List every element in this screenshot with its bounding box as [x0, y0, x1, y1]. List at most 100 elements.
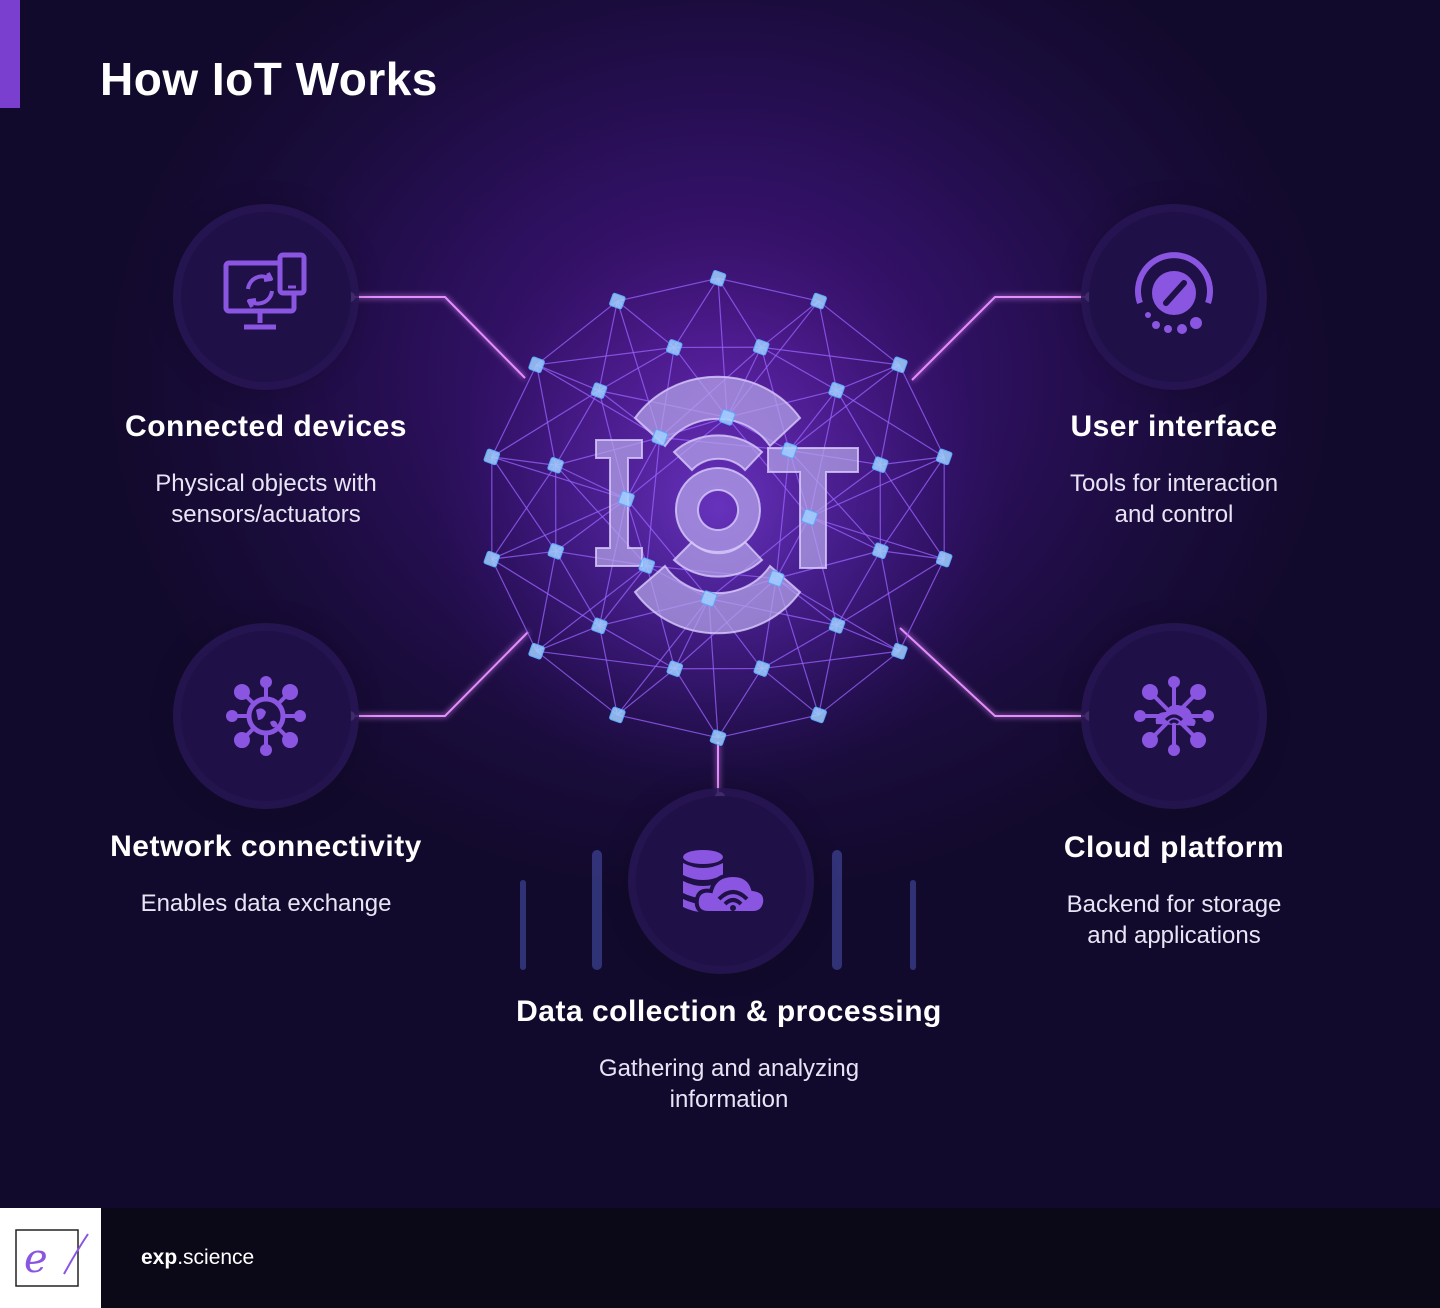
mesh-node: [666, 660, 684, 677]
mesh-node: [709, 729, 727, 746]
connector-network-connectivity: [350, 631, 529, 717]
icon-spoke-node: [226, 710, 238, 722]
mesh-node: [547, 543, 565, 560]
mesh-edge: [776, 550, 881, 580]
mesh-edge: [536, 300, 618, 366]
logo-mark-icon: e: [15, 1229, 89, 1287]
mesh-edge: [879, 550, 900, 652]
icon-spoke-node: [1168, 676, 1180, 688]
connector-user-interface: [911, 296, 1090, 381]
mesh-edge: [761, 668, 820, 716]
cloud-platform-icon-circle: [1089, 631, 1259, 801]
mesh-node: [767, 570, 785, 587]
mesh-edge: [809, 456, 945, 518]
mesh-node: [891, 356, 908, 374]
data-collection-icon-circle: [636, 796, 806, 966]
page-title: How IoT Works: [100, 53, 438, 105]
icon-spoke-node: [282, 683, 299, 700]
icon-spoke-node: [1168, 744, 1180, 756]
mesh-edge: [555, 390, 600, 466]
mesh-edge: [617, 277, 719, 302]
mesh-edge: [761, 624, 838, 670]
connector-connected-devices: [350, 296, 526, 379]
mesh-edge: [761, 650, 900, 670]
mesh-edge: [717, 277, 819, 302]
mesh-edge: [898, 558, 945, 652]
mesh-node: [638, 557, 656, 574]
data-collection-title: Data collection & processing: [516, 995, 942, 1028]
mesh-edge: [616, 300, 675, 348]
connected-devices-description: Physical objects with sensors/actuators: [155, 470, 377, 528]
mesh-edge: [491, 558, 600, 627]
mesh-edge: [536, 364, 661, 439]
mesh-edge: [818, 625, 838, 716]
mesh-edge: [818, 300, 900, 366]
icon-spoke-node: [260, 744, 272, 756]
mesh-node: [871, 456, 889, 473]
icon-spoke-node: [233, 683, 250, 700]
mesh-edge: [760, 346, 837, 391]
mesh-node: [828, 617, 846, 634]
mesh-node: [753, 660, 771, 677]
connector-cloud-platform: [899, 627, 1090, 717]
mesh-edge: [598, 300, 618, 391]
icon-spoke-node: [1190, 732, 1207, 749]
signal-arc-top-outer: [633, 375, 802, 448]
mesh-node: [528, 642, 545, 660]
monitor-phone-sync-icon: [223, 252, 307, 330]
mesh-edge: [536, 625, 600, 652]
light-pillars: [520, 850, 916, 970]
mesh-node: [935, 550, 953, 568]
connected-devices-icon-circle: [181, 212, 351, 382]
mesh-edge: [898, 364, 945, 458]
mesh-edge: [836, 364, 900, 391]
cloud-platform-title: Cloud platform: [1063, 831, 1285, 864]
mesh-edge: [646, 437, 661, 566]
network-connectivity-title: Network connectivity: [110, 830, 422, 863]
icon-spoke-node: [260, 676, 272, 688]
user-interface-icon-circle: [1089, 212, 1259, 382]
svg-text:e: e: [24, 1236, 48, 1282]
mesh-node: [591, 617, 608, 635]
signal-arc-top-inner: [672, 434, 764, 472]
user-interface-title: User interface: [1070, 410, 1278, 443]
mesh-node: [651, 429, 669, 446]
user-interface-description: Tools for interaction and control: [1069, 470, 1279, 528]
data-collection-description: Gathering and analyzing information: [598, 1055, 860, 1113]
mesh-edge: [617, 714, 719, 739]
mesh-edge: [491, 464, 557, 560]
mesh-node: [780, 442, 798, 459]
mesh-node: [590, 382, 608, 399]
mesh-node: [891, 642, 908, 660]
network-connectivity-icon-circle: [181, 631, 351, 801]
mesh-node: [618, 490, 635, 508]
mesh-edge: [491, 498, 627, 560]
mesh-edge: [809, 516, 945, 560]
brand-name-bold: exp: [141, 1246, 178, 1269]
icon-spoke-node: [1134, 710, 1146, 722]
mesh-edge: [625, 437, 661, 500]
mesh-edge: [616, 668, 676, 716]
globe-network-icon: [226, 676, 306, 756]
mesh-edge: [536, 551, 557, 652]
mesh-edge: [717, 278, 762, 348]
core-glow: [428, 218, 1008, 798]
mesh-edge: [836, 558, 945, 626]
mesh-edge: [491, 550, 556, 560]
mesh-edge: [836, 624, 900, 652]
letter-t: [767, 447, 859, 569]
mesh-edge: [555, 551, 600, 627]
mesh-node: [935, 448, 953, 466]
mesh-edge: [788, 364, 900, 451]
mesh-edge: [879, 456, 945, 552]
mesh-node: [828, 381, 845, 399]
mesh-edge: [536, 565, 648, 652]
mesh-edge: [788, 389, 838, 451]
mesh-edge: [491, 456, 627, 500]
mesh-edge: [491, 456, 556, 466]
mesh-edge: [536, 364, 600, 392]
mesh-node: [483, 448, 501, 466]
mesh-edge: [536, 346, 675, 366]
cloud-platform-description: Backend for storage and applications: [1066, 891, 1282, 949]
